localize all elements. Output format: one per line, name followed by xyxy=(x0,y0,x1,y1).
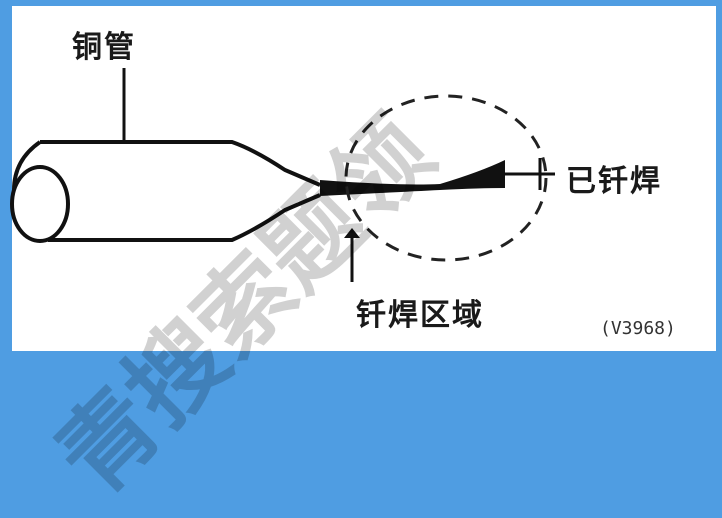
diagram-frame: 铜管 已钎焊 钎焊区域 (V3968) 青搜索题领 xyxy=(10,6,716,515)
pipe-top-edge xyxy=(40,140,321,187)
pipe-opening xyxy=(10,165,70,243)
pipe-bottom-edge xyxy=(48,193,321,242)
label-copper-pipe: 铜管 xyxy=(72,30,136,65)
figure-code: (V3968) xyxy=(600,318,676,339)
zone-arrow-icon xyxy=(344,228,360,238)
brazing-diagram xyxy=(10,68,555,282)
diagram-panel xyxy=(12,6,716,351)
pipe-back-edge xyxy=(12,140,42,191)
brazing-zone-outline xyxy=(344,94,548,262)
brazed-end xyxy=(320,160,505,196)
label-brazing-zone: 钎焊区域 xyxy=(356,298,484,333)
label-brazed: 已钎焊 xyxy=(566,164,662,199)
